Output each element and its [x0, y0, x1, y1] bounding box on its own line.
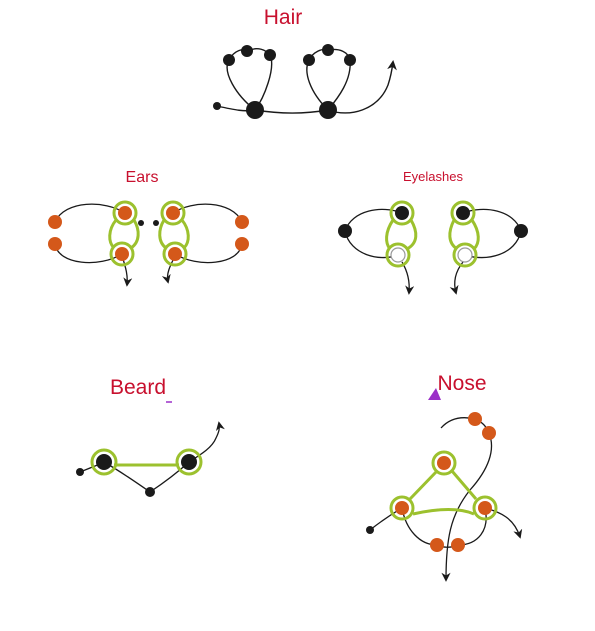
nose-diagram: Nose [366, 372, 523, 582]
beard-bead [76, 468, 84, 476]
nose-bead [478, 501, 492, 515]
nose-bead [482, 426, 496, 440]
ears-bead [166, 206, 180, 220]
ears-beads [48, 206, 249, 261]
beard-diagram: Beard [76, 376, 225, 497]
hair-label: Hair [264, 6, 303, 29]
nose-purple-marker [428, 388, 441, 400]
eyelashes-green-threads [385, 200, 480, 268]
ears-bead [153, 220, 159, 226]
beard-beads [76, 454, 197, 497]
hair-bead [213, 102, 221, 110]
nose-bead [468, 412, 482, 426]
ears-bead [235, 215, 249, 229]
eyelashes-green-ring [385, 242, 411, 268]
beard-green-ring [175, 448, 203, 476]
eyelashes-label: Eyelashes [403, 169, 463, 184]
hair-bead [344, 54, 356, 66]
nose-bead [395, 501, 409, 515]
hair-bead [322, 44, 334, 56]
eyelashes-beads [338, 206, 528, 263]
beard-bead [181, 454, 197, 470]
hair-bead [264, 49, 276, 61]
ears-bead [115, 247, 129, 261]
eyelashes-bead [514, 224, 528, 238]
ears-diagram: Ears [48, 169, 249, 287]
ears-bead [138, 220, 144, 226]
hair-bead [303, 54, 315, 66]
eyelashes-bead-clear [457, 247, 473, 263]
beard-bead [96, 454, 112, 470]
ears-label: Ears [126, 169, 159, 186]
nose-label: Nose [437, 372, 486, 395]
eyelashes-bead-clear [390, 247, 406, 263]
hair-bead [241, 45, 253, 57]
ears-bead [48, 215, 62, 229]
ears-bead [168, 247, 182, 261]
nose-bead [437, 456, 451, 470]
ears-green-ring [162, 241, 188, 267]
beard-bead [145, 487, 155, 497]
eyelashes-black-threads [344, 208, 522, 295]
beard-label: Beard [110, 376, 166, 399]
ears-green-threads [108, 200, 190, 267]
nose-green-ring [431, 450, 457, 476]
eyelashes-diagram: Eyelashes [338, 169, 528, 295]
nose-beads [366, 412, 496, 552]
nose-bead [451, 538, 465, 552]
eyelashes-green-ring [452, 242, 478, 268]
nose-green-ring [472, 495, 498, 521]
nose-black-threads [369, 417, 523, 582]
nose-green-ring [389, 495, 415, 521]
ears-green-ring [160, 200, 186, 226]
nose-green-threads [389, 450, 498, 521]
eyelashes-green-ring [389, 200, 415, 226]
eyelashes-bead [338, 224, 352, 238]
eyelashes-bead [395, 206, 409, 220]
hair-diagram: Hair [213, 6, 397, 119]
ears-bead [48, 237, 62, 251]
eyelashes-bead [456, 206, 470, 220]
hair-bead [246, 101, 264, 119]
ears-green-ring [112, 200, 138, 226]
ears-black-threads [54, 203, 243, 287]
nose-bead-black [366, 526, 374, 534]
nose-bead [430, 538, 444, 552]
beard-green-threads [90, 448, 203, 476]
ears-green-ring [109, 241, 135, 267]
beard-green-ring [90, 448, 118, 476]
ears-bead [235, 237, 249, 251]
hair-bead [319, 101, 337, 119]
hair-beads [213, 44, 356, 119]
eyelashes-green-ring [450, 200, 476, 226]
ears-bead [118, 206, 132, 220]
hair-bead [223, 54, 235, 66]
